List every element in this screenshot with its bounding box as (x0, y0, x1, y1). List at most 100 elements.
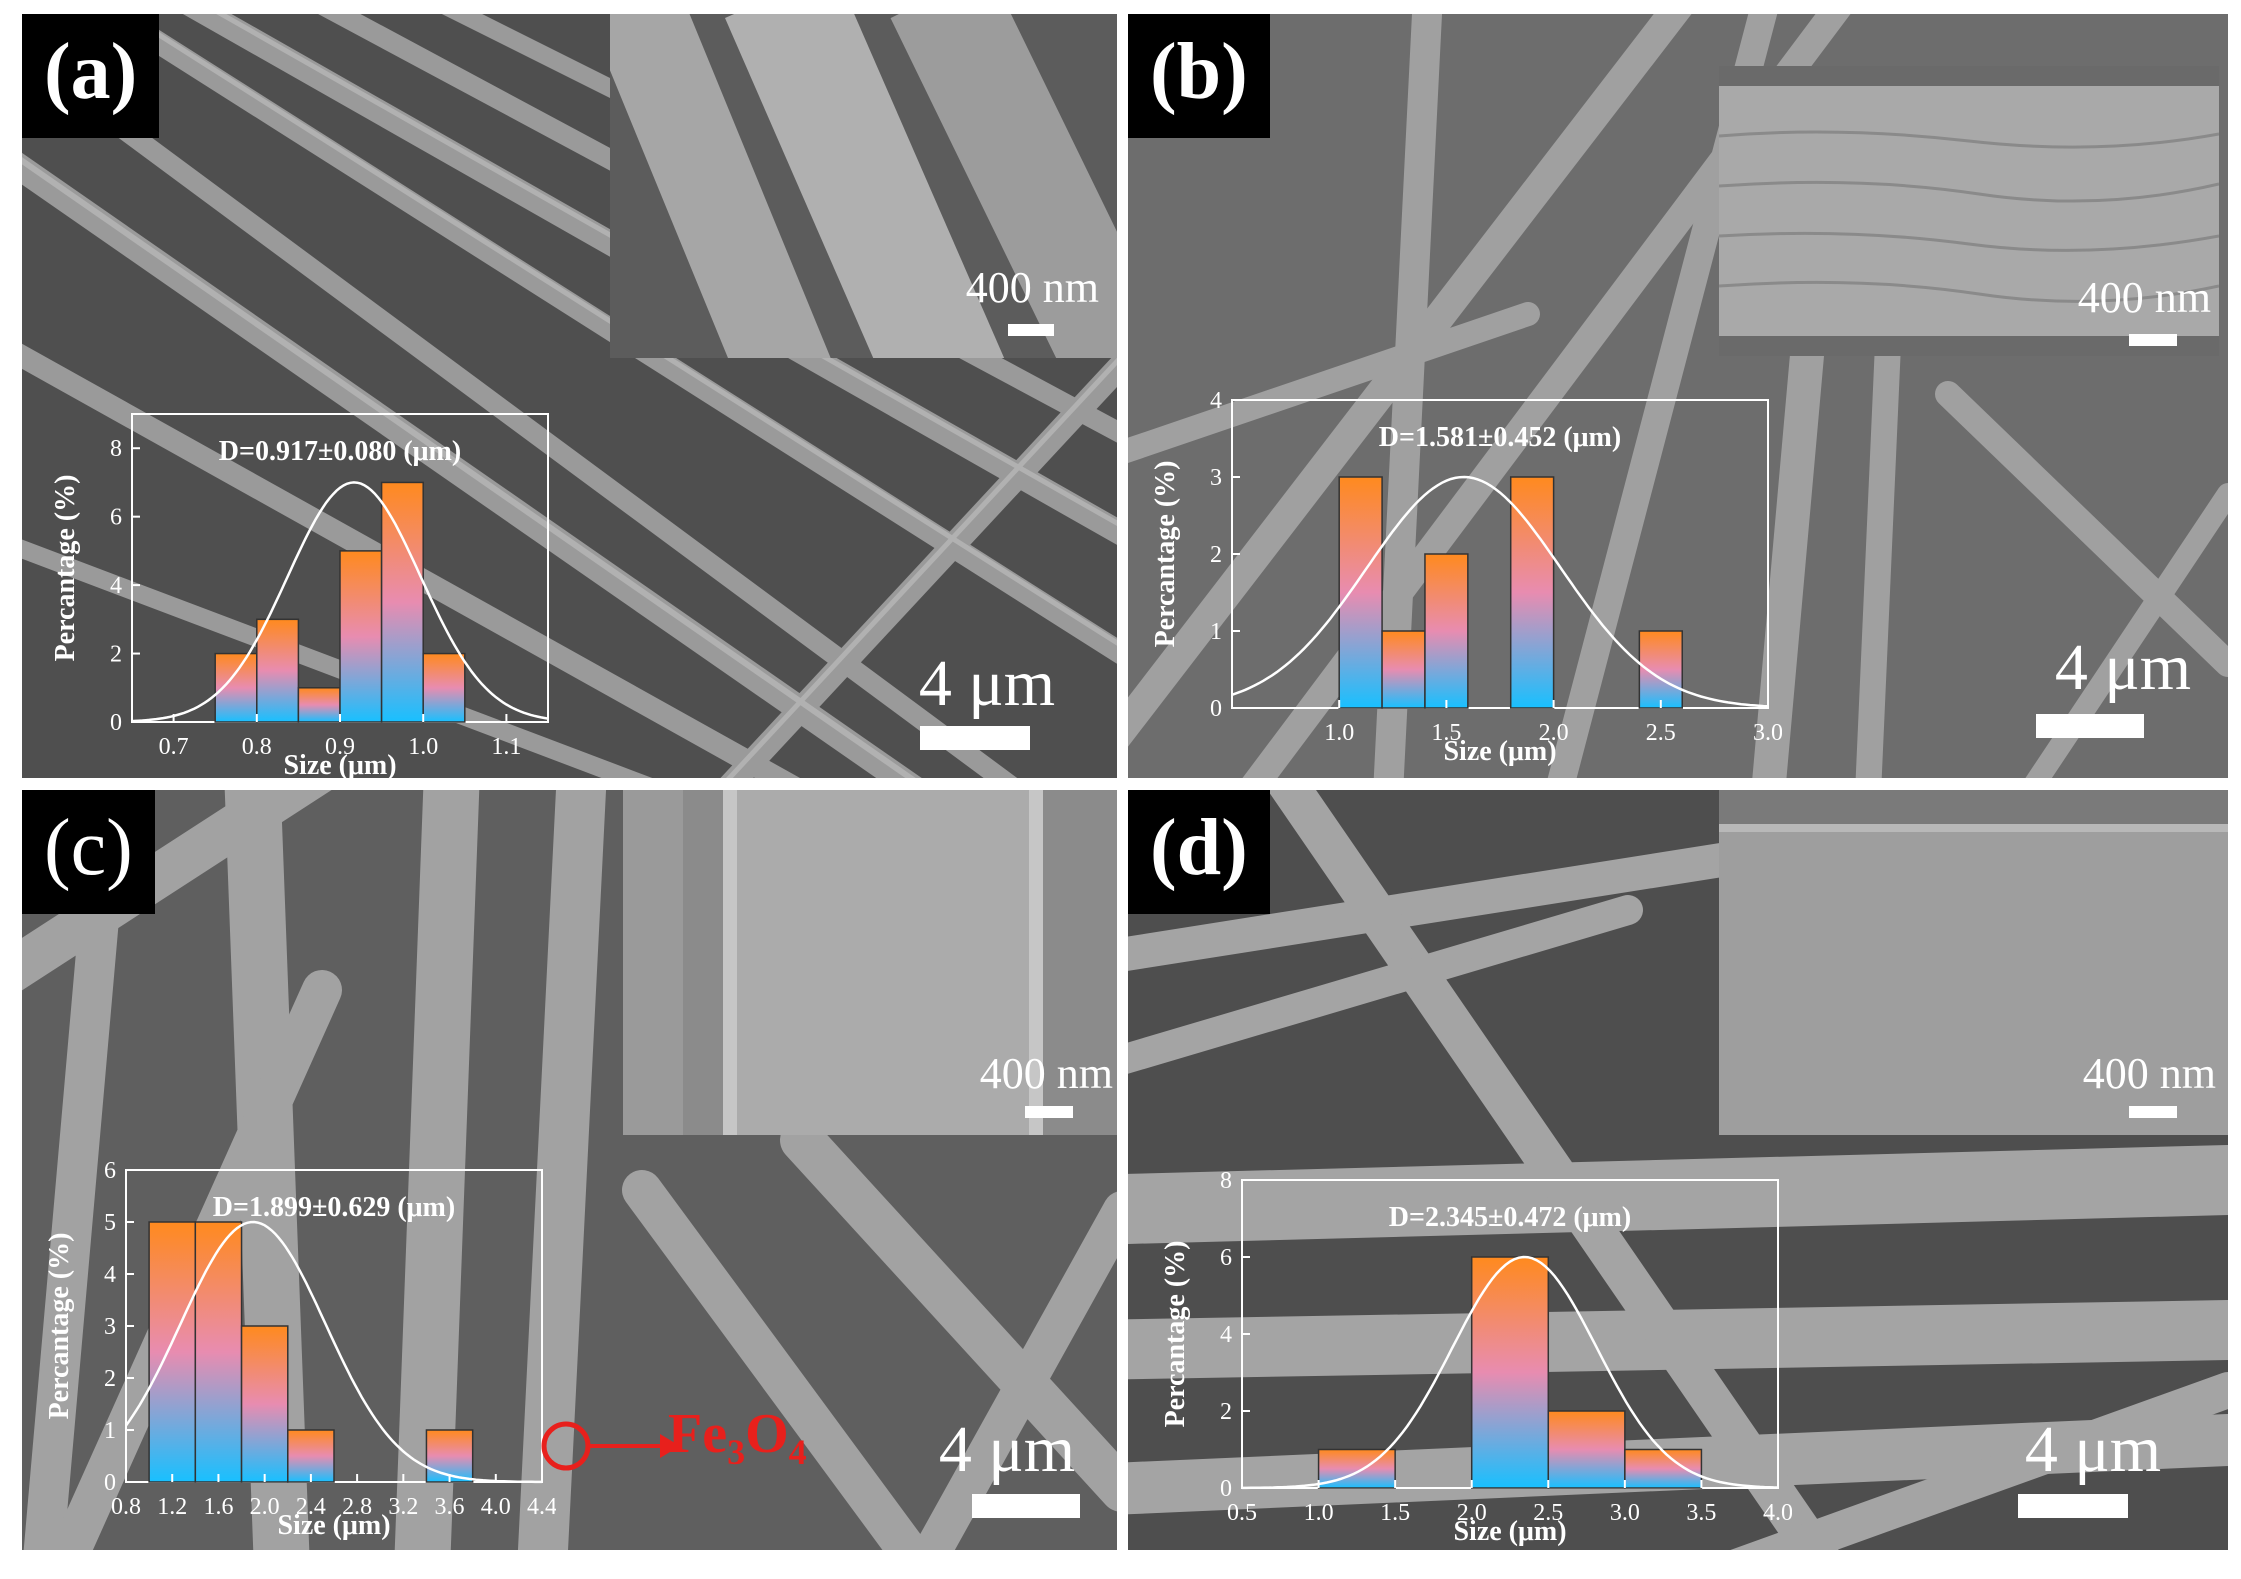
histogram-title: D=1.581±0.452 (μm) (1379, 422, 1621, 453)
x-tick-label: 2.5 (1533, 1500, 1563, 1526)
x-tick-label: 3.0 (1610, 1500, 1640, 1526)
main-scale-bar (972, 1494, 1080, 1518)
x-tick-label: 2.0 (1457, 1500, 1487, 1526)
y-tick-label: 4 (1210, 388, 1222, 414)
histogram-bar (380, 481, 424, 723)
histogram-bar (240, 1325, 289, 1483)
histogram-bar (1381, 630, 1426, 709)
histogram-title: D=0.917±0.080 (μm) (219, 436, 461, 467)
histogram-bar (256, 618, 300, 723)
x-tick-label: 0.5 (1227, 1500, 1257, 1526)
histogram-bar (1509, 476, 1555, 709)
x-tick-label: 4.0 (1763, 1500, 1792, 1526)
main-scale-bar (920, 726, 1030, 750)
panel-label: (d) (1128, 790, 1270, 914)
x-tick-label: 0.7 (159, 734, 189, 760)
histogram-title: D=1.899±0.629 (μm) (213, 1192, 455, 1223)
x-tick-label: 1.6 (203, 1494, 233, 1520)
main-scale-label: 4 μm (918, 647, 1056, 720)
histogram-bar (297, 687, 341, 723)
inset-scale-label: 400 nm (2082, 1049, 2216, 1098)
gaussian-fit-curve (1231, 475, 1769, 708)
x-tick-label: 1.0 (1304, 1500, 1334, 1526)
y-tick-label: 0 (104, 1470, 116, 1496)
inset-scale-bar (1008, 324, 1054, 336)
y-tick-label: 6 (104, 1158, 116, 1184)
y-axis-label: Percantage (%) (44, 1233, 75, 1420)
gaussian-fit-curve (1242, 1255, 1779, 1490)
y-tick-label: 6 (110, 505, 122, 531)
fe3o4-particle-marker (541, 1421, 612, 1471)
histogram-bar (422, 652, 466, 723)
x-tick-label: 3.2 (388, 1494, 418, 1520)
histogram-bar (194, 1221, 243, 1483)
fe3o4-arrow-icon (610, 1434, 680, 1458)
main-scale-label: 4 μm (2024, 1413, 2162, 1486)
y-tick-label: 0 (1220, 1476, 1232, 1502)
y-tick-label: 2 (110, 642, 122, 668)
x-tick-label: 3.6 (435, 1494, 465, 1520)
y-tick-label: 8 (110, 436, 122, 462)
panel-label: (a) (22, 14, 160, 138)
histogram-bar (1547, 1410, 1626, 1489)
x-tick-label: 4.0 (481, 1494, 511, 1520)
x-tick-label: 1.1 (491, 734, 521, 760)
y-tick-label: 3 (1210, 465, 1222, 491)
main-scale-label: 4 μm (938, 1413, 1076, 1486)
histogram-bar (287, 1429, 335, 1483)
y-tick-label: 2 (1220, 1399, 1232, 1425)
fe3o4-label-fe: Fe (668, 1403, 728, 1465)
y-tick-label: 1 (1210, 619, 1222, 645)
panel-label: (b) (1128, 14, 1270, 138)
inset-scale-label: 400 nm (965, 263, 1099, 312)
inset-scale-bar (1025, 1106, 1073, 1118)
inset-scale-bar (2129, 334, 2177, 346)
fe3o4-label-o: O (745, 1403, 789, 1465)
y-tick-label: 3 (104, 1314, 116, 1340)
y-tick-label: 1 (104, 1418, 116, 1444)
y-axis-label: Percantage (%) (50, 475, 81, 662)
x-tick-label: 4.4 (527, 1494, 556, 1520)
x-tick-label: 2.8 (342, 1494, 372, 1520)
main-scale-bar (2018, 1494, 2128, 1518)
main-scale-bar (2036, 714, 2144, 738)
y-tick-label: 8 (1220, 1168, 1232, 1194)
x-tick-label: 2.4 (296, 1494, 326, 1520)
x-tick-label: 1.0 (1324, 720, 1354, 746)
magnified-inset-image: 400 nm (1719, 790, 2228, 1135)
histogram-bar (339, 550, 383, 723)
histogram-title: D=2.345±0.472 (μm) (1389, 1202, 1631, 1233)
x-tick-label: 1.5 (1431, 720, 1461, 746)
main-scale-label: 4 μm (2054, 631, 2192, 704)
y-tick-label: 4 (110, 573, 122, 599)
fe3o4-label: Fe3O4 (668, 1406, 807, 1470)
y-tick-label: 2 (1210, 542, 1222, 568)
magnified-inset-image: 400 nm (610, 14, 1117, 358)
y-tick-label: 5 (104, 1210, 116, 1236)
gaussian-fit-curve (124, 1220, 542, 1484)
inset-scale-bar (2129, 1106, 2177, 1118)
histogram-bar (1424, 553, 1469, 709)
y-tick-label: 2 (104, 1366, 116, 1392)
x-axis-label: Size (μm) (283, 750, 396, 778)
histogram-bar (1470, 1256, 1550, 1489)
x-tick-label: 1.5 (1380, 1500, 1410, 1526)
x-axis-label: Size (μm) (1453, 1516, 1566, 1547)
x-tick-label: 0.8 (111, 1494, 141, 1520)
y-tick-label: 4 (1220, 1322, 1232, 1348)
y-tick-label: 4 (104, 1262, 116, 1288)
x-tick-label: 1.2 (157, 1494, 187, 1520)
x-axis-label: Size (μm) (277, 1510, 390, 1541)
y-tick-label: 0 (1210, 696, 1222, 722)
x-tick-label: 2.0 (1539, 720, 1569, 746)
fe3o4-label-sub2: 4 (788, 1432, 807, 1473)
inset-scale-label: 400 nm (979, 1049, 1113, 1098)
